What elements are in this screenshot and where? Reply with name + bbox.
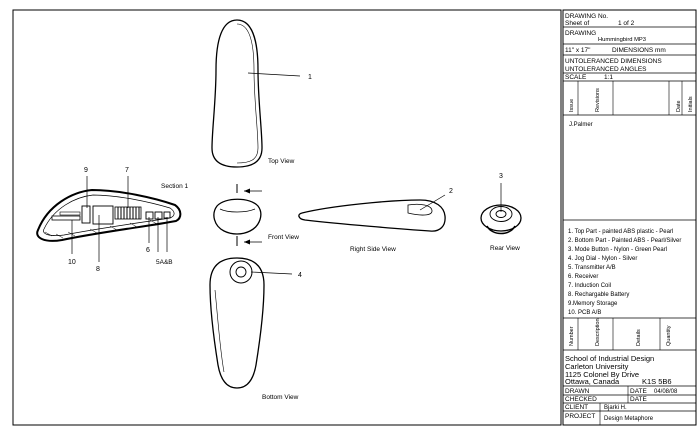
top-view-label: Top View (268, 158, 295, 165)
bottom-view-outline (209, 257, 265, 389)
part-item: 2. Bottom Part - Painted ABS - Pearl/Sil… (568, 238, 681, 244)
scale-label: SCALE (565, 74, 587, 81)
drawing-label: DRAWING (565, 30, 596, 37)
untoleranced-angles: UNTOLERANCED ANGLES (565, 66, 647, 73)
callout-10: 10 (68, 259, 76, 266)
leader-2 (419, 194, 446, 211)
part-item: 3. Mode Button - Nylon - Green Pearl (568, 247, 667, 253)
section-hatch (44, 219, 158, 239)
callout-4: 4 (298, 272, 302, 279)
callout-7: 7 (125, 167, 129, 174)
top-view-outline (211, 19, 263, 168)
bom-header-details: Details (636, 329, 642, 346)
part-item: 7. Induction Coil (568, 283, 611, 289)
bom-header-description: Description (595, 318, 601, 346)
street-address: 1125 Colonel By Drive (565, 370, 639, 379)
section-arrows (236, 184, 262, 246)
revision-author: J.Palmer (569, 122, 593, 128)
checked-label: CHECKED (565, 396, 597, 403)
top-view (211, 19, 301, 168)
top-view-inner-line (236, 23, 259, 164)
section-label: Section 1 (161, 183, 188, 190)
drawing-no-label: DRAWING No. (565, 13, 608, 20)
right-side-view (298, 194, 446, 232)
section-view (36, 176, 182, 262)
bottom-view-label: Bottom View (262, 394, 299, 401)
front-view (213, 198, 262, 235)
rear-view-label: Rear View (490, 245, 520, 252)
rear-view-base (486, 225, 516, 235)
right-side-view-button (407, 203, 433, 216)
untoleranced-dimensions: UNTOLERANCED DIMENSIONS (565, 58, 662, 65)
part-item: 5. Transmitter A/B (568, 265, 616, 271)
rev-header-date: Date (676, 100, 682, 112)
drawn-label: DRAWN (565, 388, 590, 395)
client-value: Bjarki H. (604, 405, 627, 411)
part-item: 1. Top Part - painted ABS plastic - Pear… (568, 229, 673, 235)
part-item: 4. Jog Dial - Nylon - Silver (568, 256, 637, 262)
drawn-date: 04/08/08 (654, 389, 678, 395)
parts-list: 1. Top Part - painted ABS plastic - Pear… (568, 229, 681, 316)
checked-date-label: DATE (630, 396, 648, 403)
front-view-label: Front View (268, 234, 299, 241)
drawing-value: Hummingbird MP3 (598, 37, 646, 43)
rev-header-initials: Initials (688, 96, 694, 112)
battery (92, 205, 114, 225)
callout-2: 2 (449, 188, 453, 195)
university-name: Carleton University (565, 362, 629, 371)
city: Ottawa, Canada (565, 377, 620, 386)
rev-header-revisions: Revisions (595, 88, 601, 112)
school-name: School of Industrial Design (565, 354, 654, 363)
drawing-border (12, 9, 562, 426)
right-side-view-outline (298, 199, 446, 232)
transmitter-a (154, 211, 163, 220)
callout-3: 3 (499, 173, 503, 180)
rev-header-issue: Issue (569, 99, 575, 112)
project-label: PROJECT (565, 413, 595, 420)
receiver (145, 211, 154, 220)
sheet-label: Sheet of (565, 20, 589, 27)
postal-code: K1S 5B6 (642, 377, 672, 386)
leader-4 (250, 271, 293, 275)
part-item: 8. Rechargable Battery (568, 292, 629, 298)
scale-value: 1:1 (604, 74, 613, 81)
front-view-outline (213, 198, 262, 235)
title-block (562, 9, 697, 426)
callout-6: 6 (146, 247, 150, 254)
callout-9: 9 (84, 167, 88, 174)
part-item: 9.Memory Storage (568, 301, 618, 307)
paper-size: 11" x 17" (565, 47, 591, 54)
bottom-view-inner-line (214, 289, 225, 373)
pcb-board-2 (59, 211, 81, 216)
callout-1: 1 (308, 74, 312, 81)
front-view-cap-line (219, 208, 256, 213)
bom-header-quantity: Quantity (666, 325, 672, 346)
project-value: Design Metaphore (604, 416, 654, 422)
rear-view (480, 183, 522, 235)
dimensions-unit: DIMENSIONS mm (612, 47, 666, 54)
callout-5ab: 5A&B (156, 259, 173, 266)
bottom-view (209, 257, 293, 389)
jog-dial-inner (235, 266, 247, 278)
pcb-board (51, 215, 81, 221)
callout-8: 8 (96, 266, 100, 273)
induction-coil (114, 206, 142, 220)
memory-storage (81, 205, 91, 224)
part-item: 10. PCB A/B (568, 310, 601, 316)
right-side-view-label: Right Side View (350, 246, 396, 253)
sheet-value: 1 of 2 (618, 20, 635, 27)
drawn-date-label: DATE (630, 388, 648, 395)
client-label: CLIENT (565, 404, 588, 411)
bom-header-number: Number (569, 326, 575, 346)
part-item: 6. Receiver (568, 274, 598, 280)
leader-1 (247, 72, 301, 77)
section-inner-shell (43, 194, 175, 236)
